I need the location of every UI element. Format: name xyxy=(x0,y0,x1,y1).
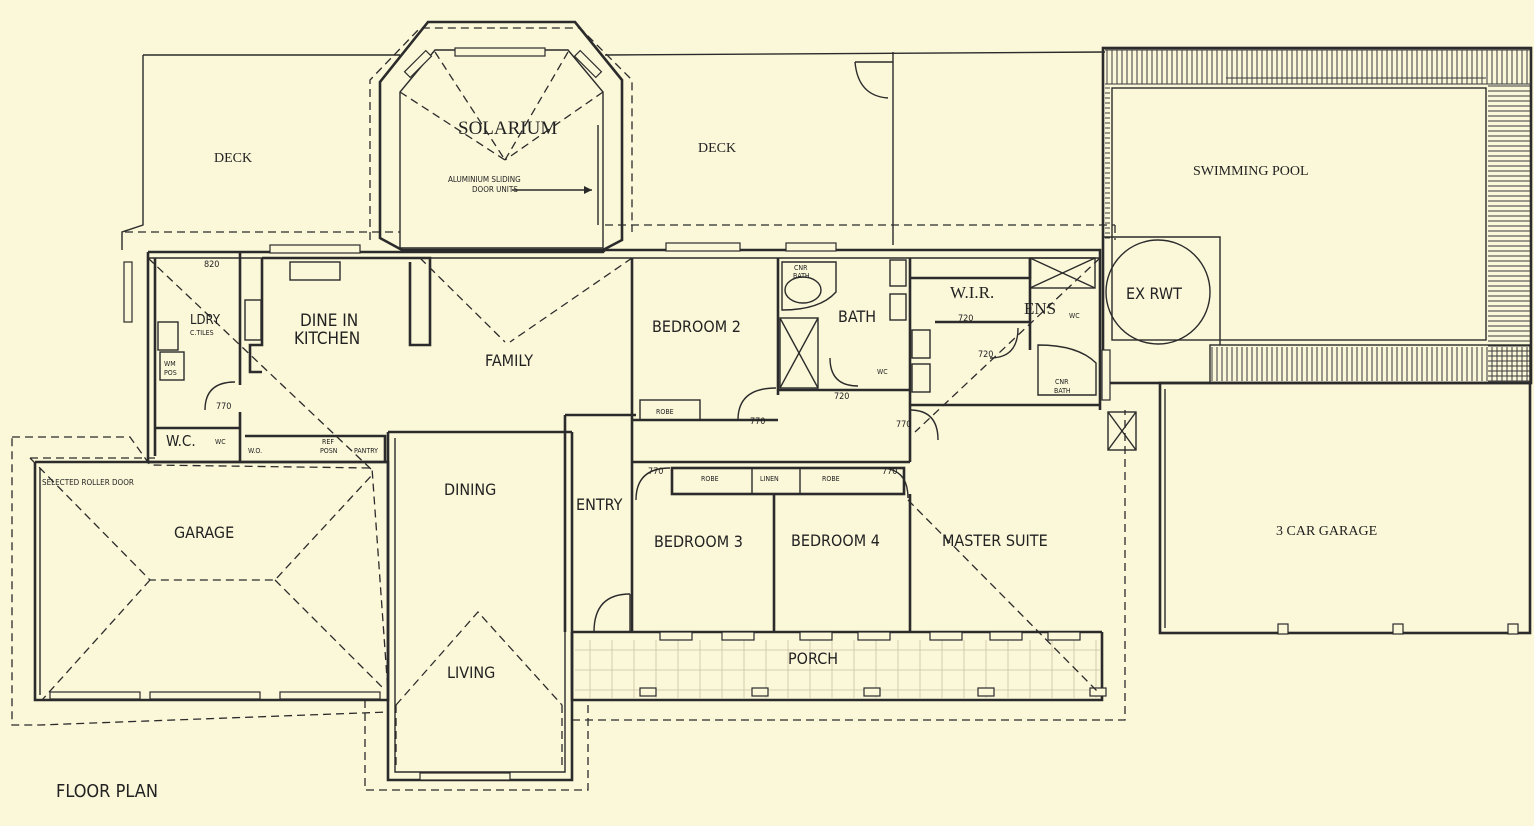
porch xyxy=(570,410,1126,721)
label-wir: W.I.R. xyxy=(950,283,994,302)
label-cnr-bath-2: BATH xyxy=(793,272,810,280)
swimming-pool xyxy=(1101,46,1533,385)
label-ref-posn-1: REF xyxy=(322,438,334,446)
deck-outline xyxy=(121,51,1106,250)
label-ldry-tiles: C.TILES xyxy=(190,329,214,337)
label-linen: LINEN xyxy=(760,475,779,483)
label-solarium-note-2: DOOR UNITS xyxy=(472,185,518,194)
label-ldry: LDRY xyxy=(190,313,221,328)
label-wm-pos-1: WM xyxy=(164,360,176,368)
label-dim-770-bed2: 770 xyxy=(750,417,765,427)
label-cnr-bath-ens-1: CNR xyxy=(1055,378,1069,386)
label-dim-770-bed4: 770 xyxy=(882,467,897,477)
label-ens: ENS xyxy=(1024,299,1056,318)
label-dine-in: DINE IN xyxy=(300,311,358,331)
label-wc-room: W.C. xyxy=(166,432,196,450)
label-solarium: SOLARIUM xyxy=(458,118,557,139)
label-wc-1: WC xyxy=(215,438,226,446)
label-garage: GARAGE xyxy=(174,523,234,542)
label-ex-rwt: EX RWT xyxy=(1126,284,1182,303)
label-cnr-bath-1: CNR xyxy=(794,264,808,272)
garage-right xyxy=(1107,381,1532,635)
windows xyxy=(123,242,1111,641)
label-porch: PORCH xyxy=(788,649,838,668)
label-master-suite: MASTER SUITE xyxy=(942,531,1048,550)
label-floor-plan-title: FLOOR PLAN xyxy=(56,781,158,802)
label-ref-posn-2: POSN xyxy=(320,447,338,455)
label-robe-bed4: ROBE xyxy=(822,475,840,483)
label-dim-770-ldry: 770 xyxy=(216,402,231,412)
label-dim-720-ens: 720 xyxy=(978,350,993,360)
label-wo: W.O. xyxy=(248,447,262,455)
label-solarium-note-1: ALUMINIUM SLIDING xyxy=(448,175,521,184)
label-robe-bed3: ROBE xyxy=(701,475,719,483)
label-dim-720-bath: 720 xyxy=(834,392,849,402)
roof-hip-lines xyxy=(147,257,1101,693)
label-wm-pos-2: POS xyxy=(164,369,177,377)
label-entry: ENTRY xyxy=(576,495,623,514)
label-robe-bed2: ROBE xyxy=(656,408,674,416)
label-cnr-bath-ens-2: BATH xyxy=(1054,387,1071,395)
pool-coping-hatch xyxy=(1105,50,1530,382)
label-dim-770-bed3: 770 xyxy=(648,467,663,477)
label-dining: DINING xyxy=(444,480,496,499)
label-family: FAMILY xyxy=(485,351,533,370)
house-outer-walls xyxy=(125,224,1116,464)
label-bedroom-2: BEDROOM 2 xyxy=(652,317,741,336)
label-pantry: PANTRY xyxy=(354,447,378,455)
label-living: LIVING xyxy=(447,663,495,682)
label-dim-720-wir: 720 xyxy=(958,314,973,324)
label-deck-left: DECK xyxy=(214,151,252,166)
label-roller-door: SELECTED ROLLER DOOR xyxy=(42,478,134,487)
label-3-car-garage: 3 CAR GARAGE xyxy=(1276,524,1377,539)
solarium-walls xyxy=(369,20,633,252)
label-wc-bath: WC xyxy=(877,368,888,376)
label-dim-770-master: 770 xyxy=(896,420,911,430)
label-swimming-pool: SWIMMING POOL xyxy=(1193,164,1309,179)
label-kitchen: KITCHEN xyxy=(294,329,360,349)
label-wc-ens: WC xyxy=(1069,312,1080,320)
label-dim-820: 820 xyxy=(204,260,219,270)
label-deck-right: DECK xyxy=(698,141,736,156)
labels: DECK DECK SOLARIUM ALUMINIUM SLIDING DOO… xyxy=(42,118,1377,802)
label-bedroom-4: BEDROOM 4 xyxy=(791,531,880,550)
label-bath: BATH xyxy=(838,307,876,326)
door-swings xyxy=(204,327,1019,633)
label-bedroom-3: BEDROOM 3 xyxy=(654,532,743,551)
